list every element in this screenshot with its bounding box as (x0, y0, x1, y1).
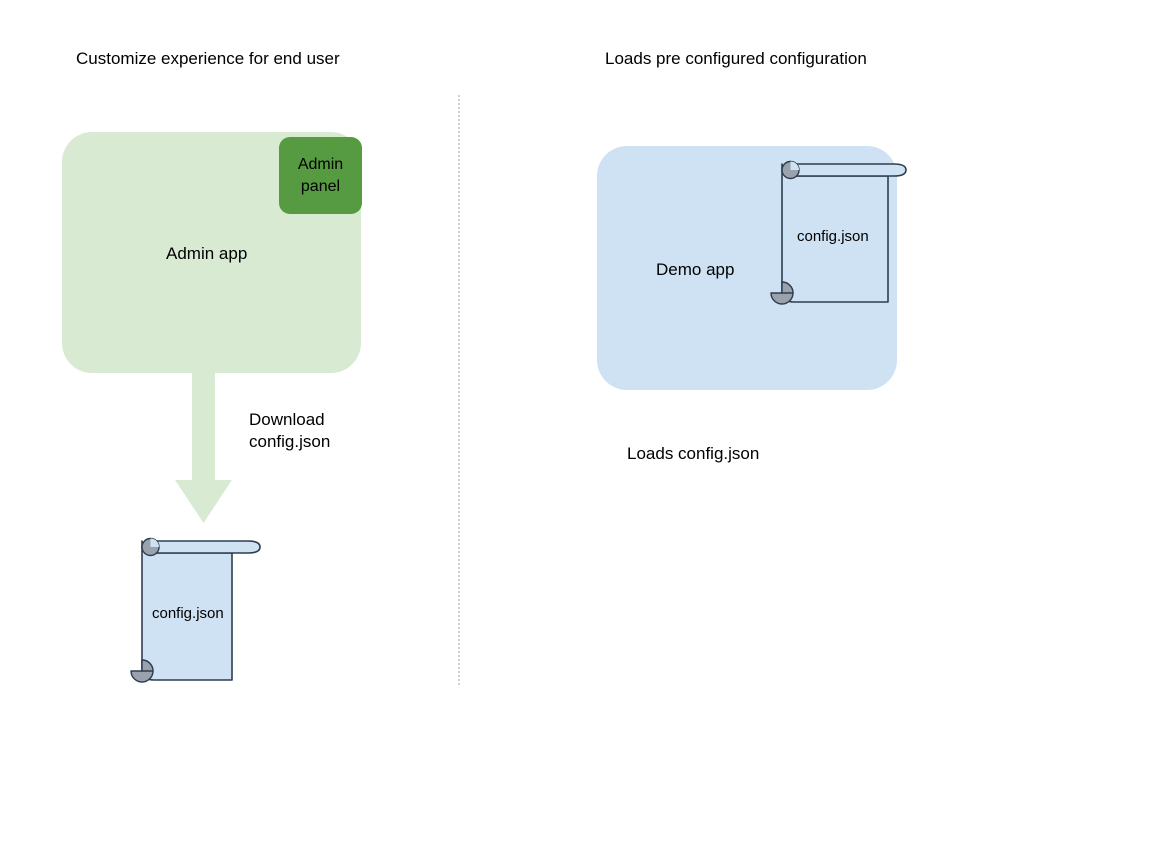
demo-app-label: Demo app (656, 260, 735, 279)
section-divider (458, 95, 460, 685)
admin-panel-label: Admin panel (298, 154, 343, 198)
download-arrow-icon (170, 370, 242, 526)
admin-panel-badge[interactable]: Admin panel (279, 137, 362, 214)
download-arrow-label-line2: config.json (249, 432, 331, 451)
admin-panel-label-line1: Admin (297, 155, 344, 173)
config-file-right-filename: config.json (797, 228, 869, 245)
admin-app-label: Admin app (166, 244, 248, 263)
config-file-left-filename: config.json (152, 605, 224, 622)
section-title-left: Customize experience for end user (76, 49, 340, 68)
config-file-scroll-right[interactable] (770, 152, 910, 307)
download-arrow-label: Download config.json (249, 409, 330, 453)
download-arrow-label-line1: Download (249, 410, 325, 429)
config-file-scroll-left[interactable] (120, 528, 266, 692)
admin-panel-label-line2: panel (300, 177, 341, 195)
loads-config-caption: Loads config.json (627, 444, 760, 463)
section-title-right: Loads pre configured configuration (605, 49, 867, 68)
